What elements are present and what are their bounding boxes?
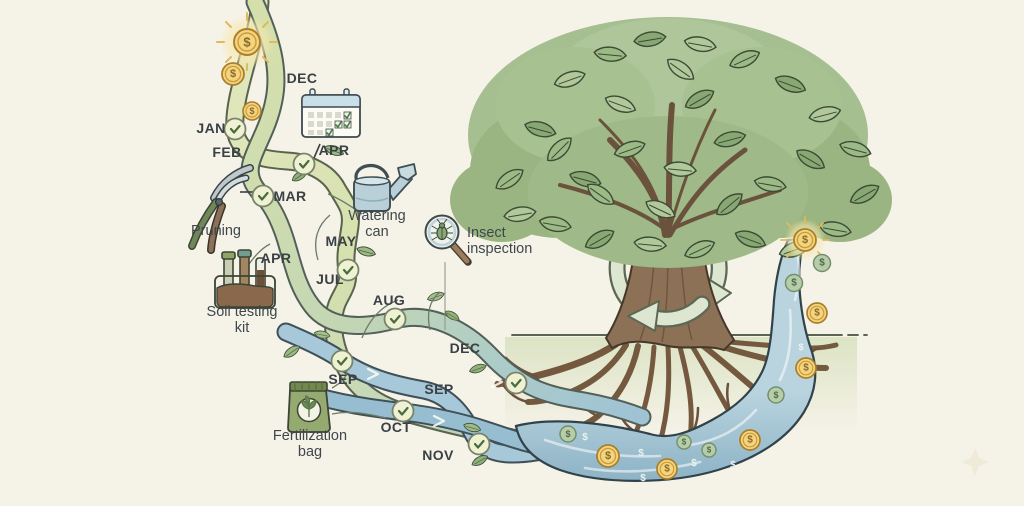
insect-inspection-label: Insect inspection <box>467 225 533 257</box>
svg-text:$: $ <box>582 432 588 443</box>
month-label-mar: MAR <box>273 188 307 204</box>
month-label-aug: AUG <box>372 292 406 308</box>
svg-text:$: $ <box>802 234 808 246</box>
bug-glyph <box>431 218 453 241</box>
month-label-jan: JAN <box>196 120 226 136</box>
svg-text:$: $ <box>803 363 809 374</box>
svg-text:$: $ <box>664 464 670 475</box>
coin-gold: $ <box>793 228 817 252</box>
coin-gold: $ <box>221 62 245 86</box>
svg-text:$: $ <box>249 106 254 116</box>
coins-in-river: $ $ $ $ $ $ $ $ $ $ $ <box>559 425 761 484</box>
sparkle-icon <box>961 448 989 476</box>
month-label-jul: JUL <box>316 271 344 287</box>
coin-gold: $ <box>656 458 678 480</box>
svg-text:$: $ <box>638 448 644 459</box>
month-label-feb: FEB <box>212 144 242 160</box>
month-label-apr-soil: APR <box>260 250 292 266</box>
coin-gold: $ <box>739 429 761 451</box>
coin-gold: $ <box>806 302 828 324</box>
month-label-dec-top: DEC <box>286 70 318 86</box>
svg-text:$: $ <box>730 460 736 471</box>
coin-gold: $ <box>233 28 261 56</box>
pruning-label: Pruning <box>191 223 241 239</box>
sprig-glyph <box>301 395 317 417</box>
svg-text:$: $ <box>747 435 753 446</box>
coin-green: $ <box>767 386 785 404</box>
svg-text:$: $ <box>707 446 712 455</box>
soil-testing-kit-label: Soil testing kit <box>206 304 278 336</box>
svg-text:$: $ <box>682 438 687 447</box>
month-label-dec-mid: DEC <box>449 340 481 356</box>
svg-text:$: $ <box>819 258 825 269</box>
coin-gold: $ <box>242 101 262 121</box>
svg-text:$: $ <box>243 35 251 50</box>
coin-green: $ <box>784 273 804 293</box>
svg-text:$: $ <box>814 308 820 319</box>
month-label-nov: NOV <box>422 447 454 463</box>
month-label-apr-calendar: APR <box>318 142 350 158</box>
fertilizer-bag-icon <box>287 381 331 433</box>
coin-stream-right: $ $ $ $ $ $ $ $ <box>767 216 832 404</box>
coin-gold: $ <box>795 357 817 379</box>
month-label-oct: OCT <box>380 419 412 435</box>
month-label-sep-left: SEP <box>328 371 358 387</box>
month-label-may: MAY <box>325 233 357 249</box>
soil-test-tubes-icon <box>214 249 276 309</box>
coin-green: $ <box>812 253 832 273</box>
fertilization-bag-label: Fertilization bag <box>272 428 348 460</box>
coin-gold: $ <box>596 444 620 468</box>
calendar-icon <box>301 88 361 138</box>
svg-text:$: $ <box>605 450 611 462</box>
svg-text:$: $ <box>773 390 778 400</box>
magnifier-bug-icon <box>424 214 472 266</box>
watering-can-icon <box>353 163 417 212</box>
pruning-shears-icon <box>188 164 254 254</box>
svg-text:$: $ <box>565 429 570 439</box>
month-label-sep-mid: SEP <box>424 381 454 397</box>
coin-green: $ <box>559 425 577 443</box>
svg-text:$: $ <box>640 473 646 484</box>
watering-can-label: Watering can <box>348 208 406 240</box>
coin-stack-top-left: $ $ $ <box>216 12 278 121</box>
tree-canopy <box>450 17 892 268</box>
svg-text:$: $ <box>230 68 236 80</box>
svg-text:$: $ <box>791 278 797 289</box>
coin-green: $ <box>701 442 717 458</box>
svg-text:$: $ <box>798 342 803 352</box>
checkpoint-markers <box>223 117 528 456</box>
nutrient-cycle-arrow-front <box>627 295 711 332</box>
svg-text:$: $ <box>810 296 815 305</box>
coin-green: $ <box>676 434 692 450</box>
svg-text:$: $ <box>691 458 697 469</box>
